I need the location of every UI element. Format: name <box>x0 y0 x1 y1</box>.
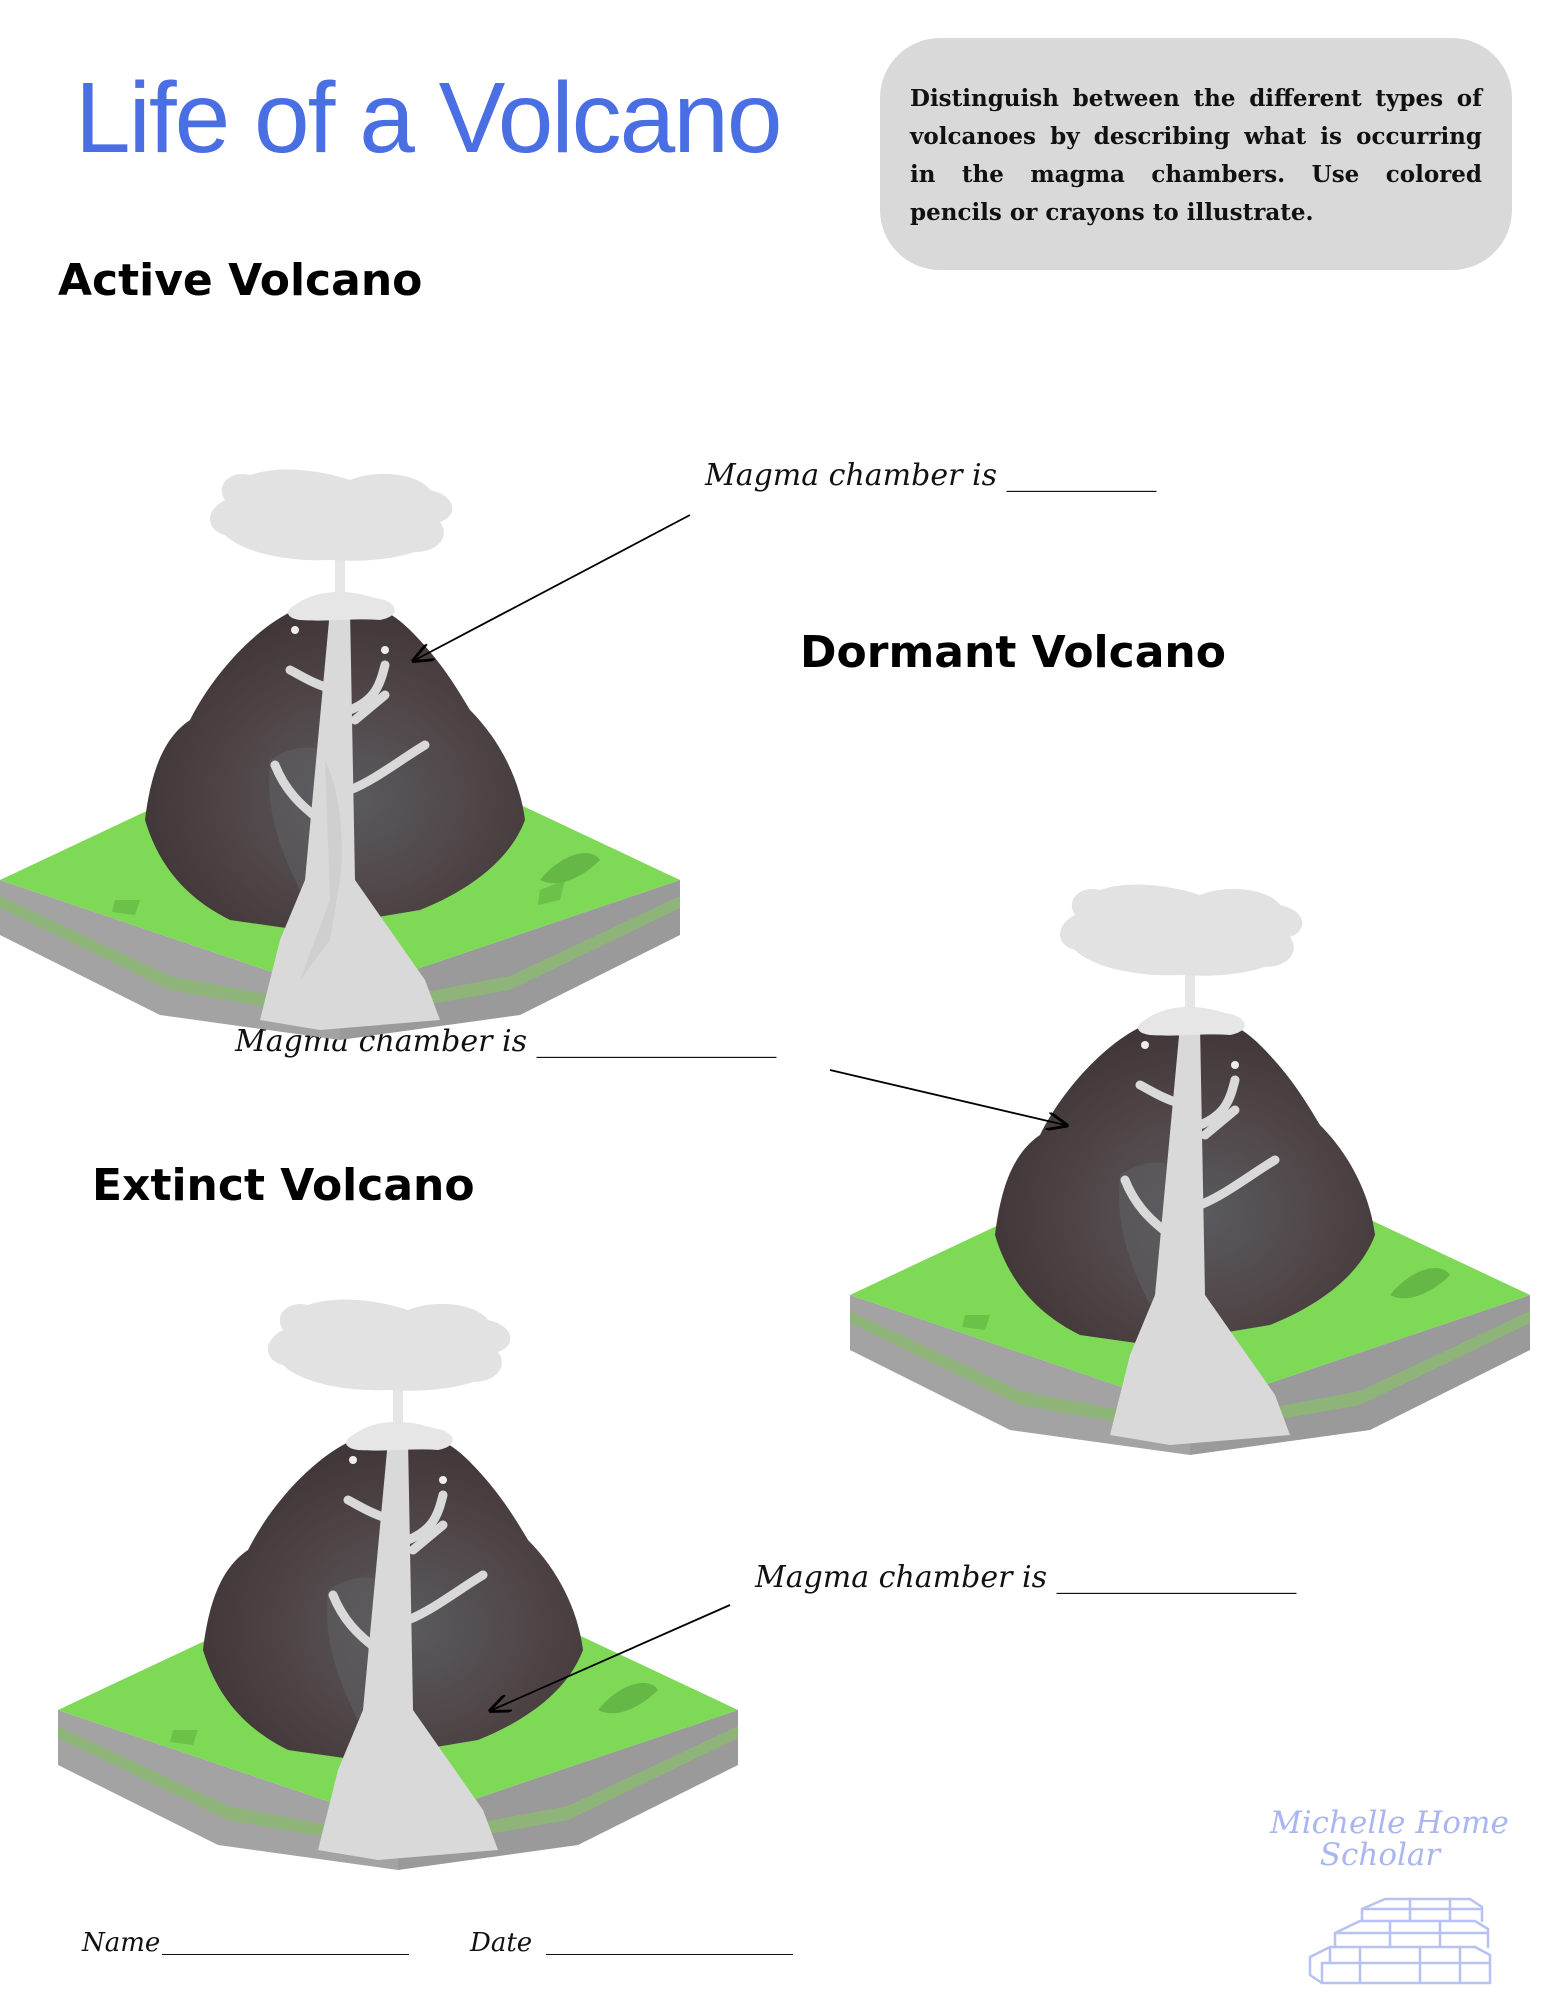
brand-line-2: Scholar <box>1319 1837 1441 1873</box>
date-label: Date <box>470 1928 533 1958</box>
extinct-volcano-heading: Extinct Volcano <box>92 1160 475 1211</box>
dormant-volcano-heading: Dormant Volcano <box>800 627 1226 678</box>
name-label: Name <box>82 1928 161 1958</box>
books-icon <box>1308 1897 1492 1985</box>
active-pointer-arrow <box>415 514 691 660</box>
brand-line-1: Michelle Home <box>1270 1805 1509 1841</box>
extinct-volcano-illustration <box>58 1299 738 1870</box>
active-volcano-illustration <box>0 469 680 1040</box>
active-magma-label[interactable]: Magma chamber is __________ <box>705 458 1157 493</box>
brand-logo: Michelle Home Scholar <box>1270 1805 1509 1873</box>
extinct-magma-label[interactable]: Magma chamber is ________________ <box>755 1560 1297 1595</box>
name-input-line[interactable]: ___________________ <box>162 1926 409 1956</box>
active-volcano-heading: Active Volcano <box>58 255 423 306</box>
dormant-volcano-illustration <box>850 884 1530 1455</box>
extinct-pointer-arrow <box>492 1604 731 1710</box>
page-title: Life of a Volcano <box>75 62 782 174</box>
date-input-line[interactable]: ___________________ <box>546 1926 793 1956</box>
instruction-box: Distinguish between the different types … <box>880 38 1512 270</box>
instruction-text: Distinguish between the different types … <box>910 85 1482 226</box>
dormant-pointer-arrow <box>829 1069 1065 1125</box>
